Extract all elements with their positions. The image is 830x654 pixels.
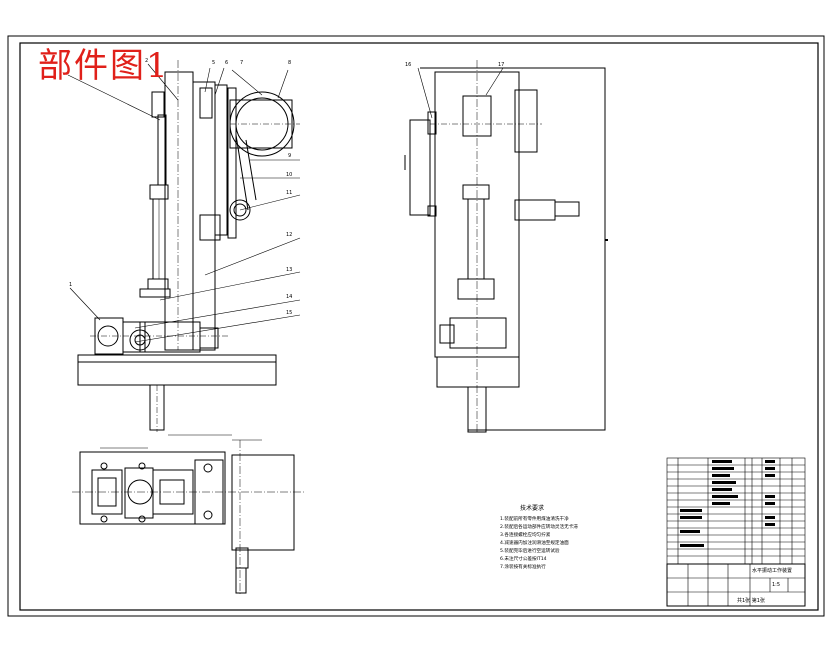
parts-list-fills [680,460,775,547]
part-label-8: 8 [288,60,292,66]
part-label-9: 9 [288,153,292,159]
tech-line: 7.涂装按有关标准执行 [500,565,546,570]
part-label-14: 14 [286,294,293,300]
part-label-15: 15 [286,310,293,316]
part-label-13: 13 [286,267,293,273]
part-label-5: 5 [212,60,216,66]
pulley-large [229,91,295,157]
top-view [72,434,305,595]
tech-line: 2.装配后各运动部件应转动灵活无卡滞 [500,525,578,530]
part-label-10: 10 [286,172,293,178]
tech-requirements-title: 技术要求 [520,505,545,512]
part-label-16: 16 [405,62,412,68]
part-label-6: 6 [225,60,229,66]
tech-line: 3.各连接螺栓应均匀拧紧 [500,533,551,538]
part-label-1: 1 [69,282,73,288]
front-view [67,60,301,432]
tech-line: 1.装配前所有零件用煤油清洗干净 [500,517,569,522]
part-label-7: 7 [240,60,244,66]
sheet-number: 共1张 第1张 [737,598,765,604]
part-label-2: 2 [145,58,149,64]
parts-list-table [666,457,806,607]
tech-line: 5.装配完毕后进行空运转试验 [500,549,560,554]
drawing-scale: 1:5 [772,582,781,588]
part-label-11: 11 [286,190,293,196]
column-left [164,71,194,351]
part-label-17: 17 [498,62,505,68]
side-view [404,60,608,433]
base-plate [77,354,277,386]
tech-requirements: 1.装配前所有零件用煤油清洗干净 2.装配后各运动部件应转动灵活无卡滞 3.各连… [500,516,660,572]
tech-line: 6.未注尺寸公差按IT14 [500,557,547,562]
top-motor [231,454,295,551]
outer-frame [7,35,825,617]
overlay-title: 部件图1 [38,46,170,86]
drawing-name: 水平振动工作装置 [752,568,793,574]
tech-line: 4.减速器内加注润滑油至规定油面 [500,541,569,546]
inner-frame [19,42,819,611]
top-base [79,451,226,525]
part-label-12: 12 [286,232,293,238]
